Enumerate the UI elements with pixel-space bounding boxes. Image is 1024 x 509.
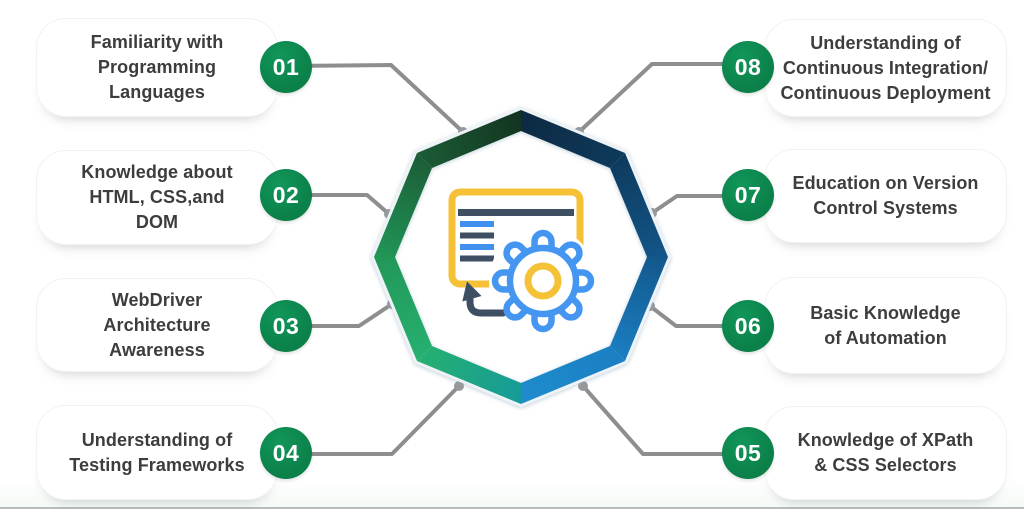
gear-icon bbox=[491, 229, 595, 333]
browser-gear-icon bbox=[448, 188, 597, 335]
skill-card-01: Familiarity with Programming Languages bbox=[36, 18, 278, 117]
skill-label-04: Understanding of Testing Frameworks bbox=[69, 429, 245, 475]
octagon-ring bbox=[370, 106, 672, 408]
skill-label-02: Knowledge about HTML, CSS,and DOM bbox=[81, 162, 233, 232]
text-line-blue-1 bbox=[460, 221, 494, 227]
skill-card-04: Understanding of Testing Frameworks bbox=[36, 405, 278, 500]
connector-05 bbox=[581, 384, 750, 456]
text-line-dark-1 bbox=[460, 232, 494, 239]
connector-02 bbox=[284, 193, 391, 216]
skill-card-08: Understanding of Continuous Integration/… bbox=[764, 19, 1007, 117]
step-badge-02: 02 bbox=[260, 169, 312, 221]
sync-arrow-icon bbox=[462, 281, 507, 317]
skill-label-01: Familiarity with Programming Languages bbox=[90, 32, 224, 102]
gear-hub bbox=[524, 262, 562, 300]
skill-label-07: Education on Version Control Systems bbox=[792, 173, 979, 218]
skill-label-06: Basic Knowledge of Automation bbox=[810, 302, 961, 348]
step-badge-03: 03 bbox=[260, 300, 312, 352]
text-line-blue-2 bbox=[460, 244, 494, 250]
skill-label-03: WebDriver Architecture Awareness bbox=[103, 289, 211, 360]
bottom-crop-line bbox=[0, 507, 1024, 509]
step-badge-07: 07 bbox=[722, 169, 774, 221]
step-badge-08: 08 bbox=[722, 41, 774, 93]
skill-label-05: Knowledge of XPath & CSS Selectors bbox=[797, 430, 974, 475]
connector-01 bbox=[284, 63, 465, 134]
step-badge-01: 01 bbox=[260, 41, 312, 93]
text-line-dark-2 bbox=[460, 255, 494, 262]
skill-label-08: Understanding of Continuous Integration/… bbox=[780, 32, 991, 103]
step-badge-06: 06 bbox=[722, 300, 774, 352]
step-badge-05: 05 bbox=[722, 427, 774, 479]
skill-card-05: Knowledge of XPath & CSS Selectors bbox=[764, 406, 1007, 500]
skill-card-03: WebDriver Architecture Awareness bbox=[36, 278, 278, 372]
skill-card-07: Education on Version Control Systems bbox=[764, 149, 1007, 243]
connector-04 bbox=[284, 384, 461, 456]
connector-08 bbox=[577, 62, 750, 134]
skill-card-02: Knowledge about HTML, CSS,and DOM bbox=[36, 150, 278, 245]
browser-titlebar bbox=[458, 209, 574, 216]
step-badge-04: 04 bbox=[260, 427, 312, 479]
skill-card-06: Basic Knowledge of Automation bbox=[764, 277, 1007, 374]
